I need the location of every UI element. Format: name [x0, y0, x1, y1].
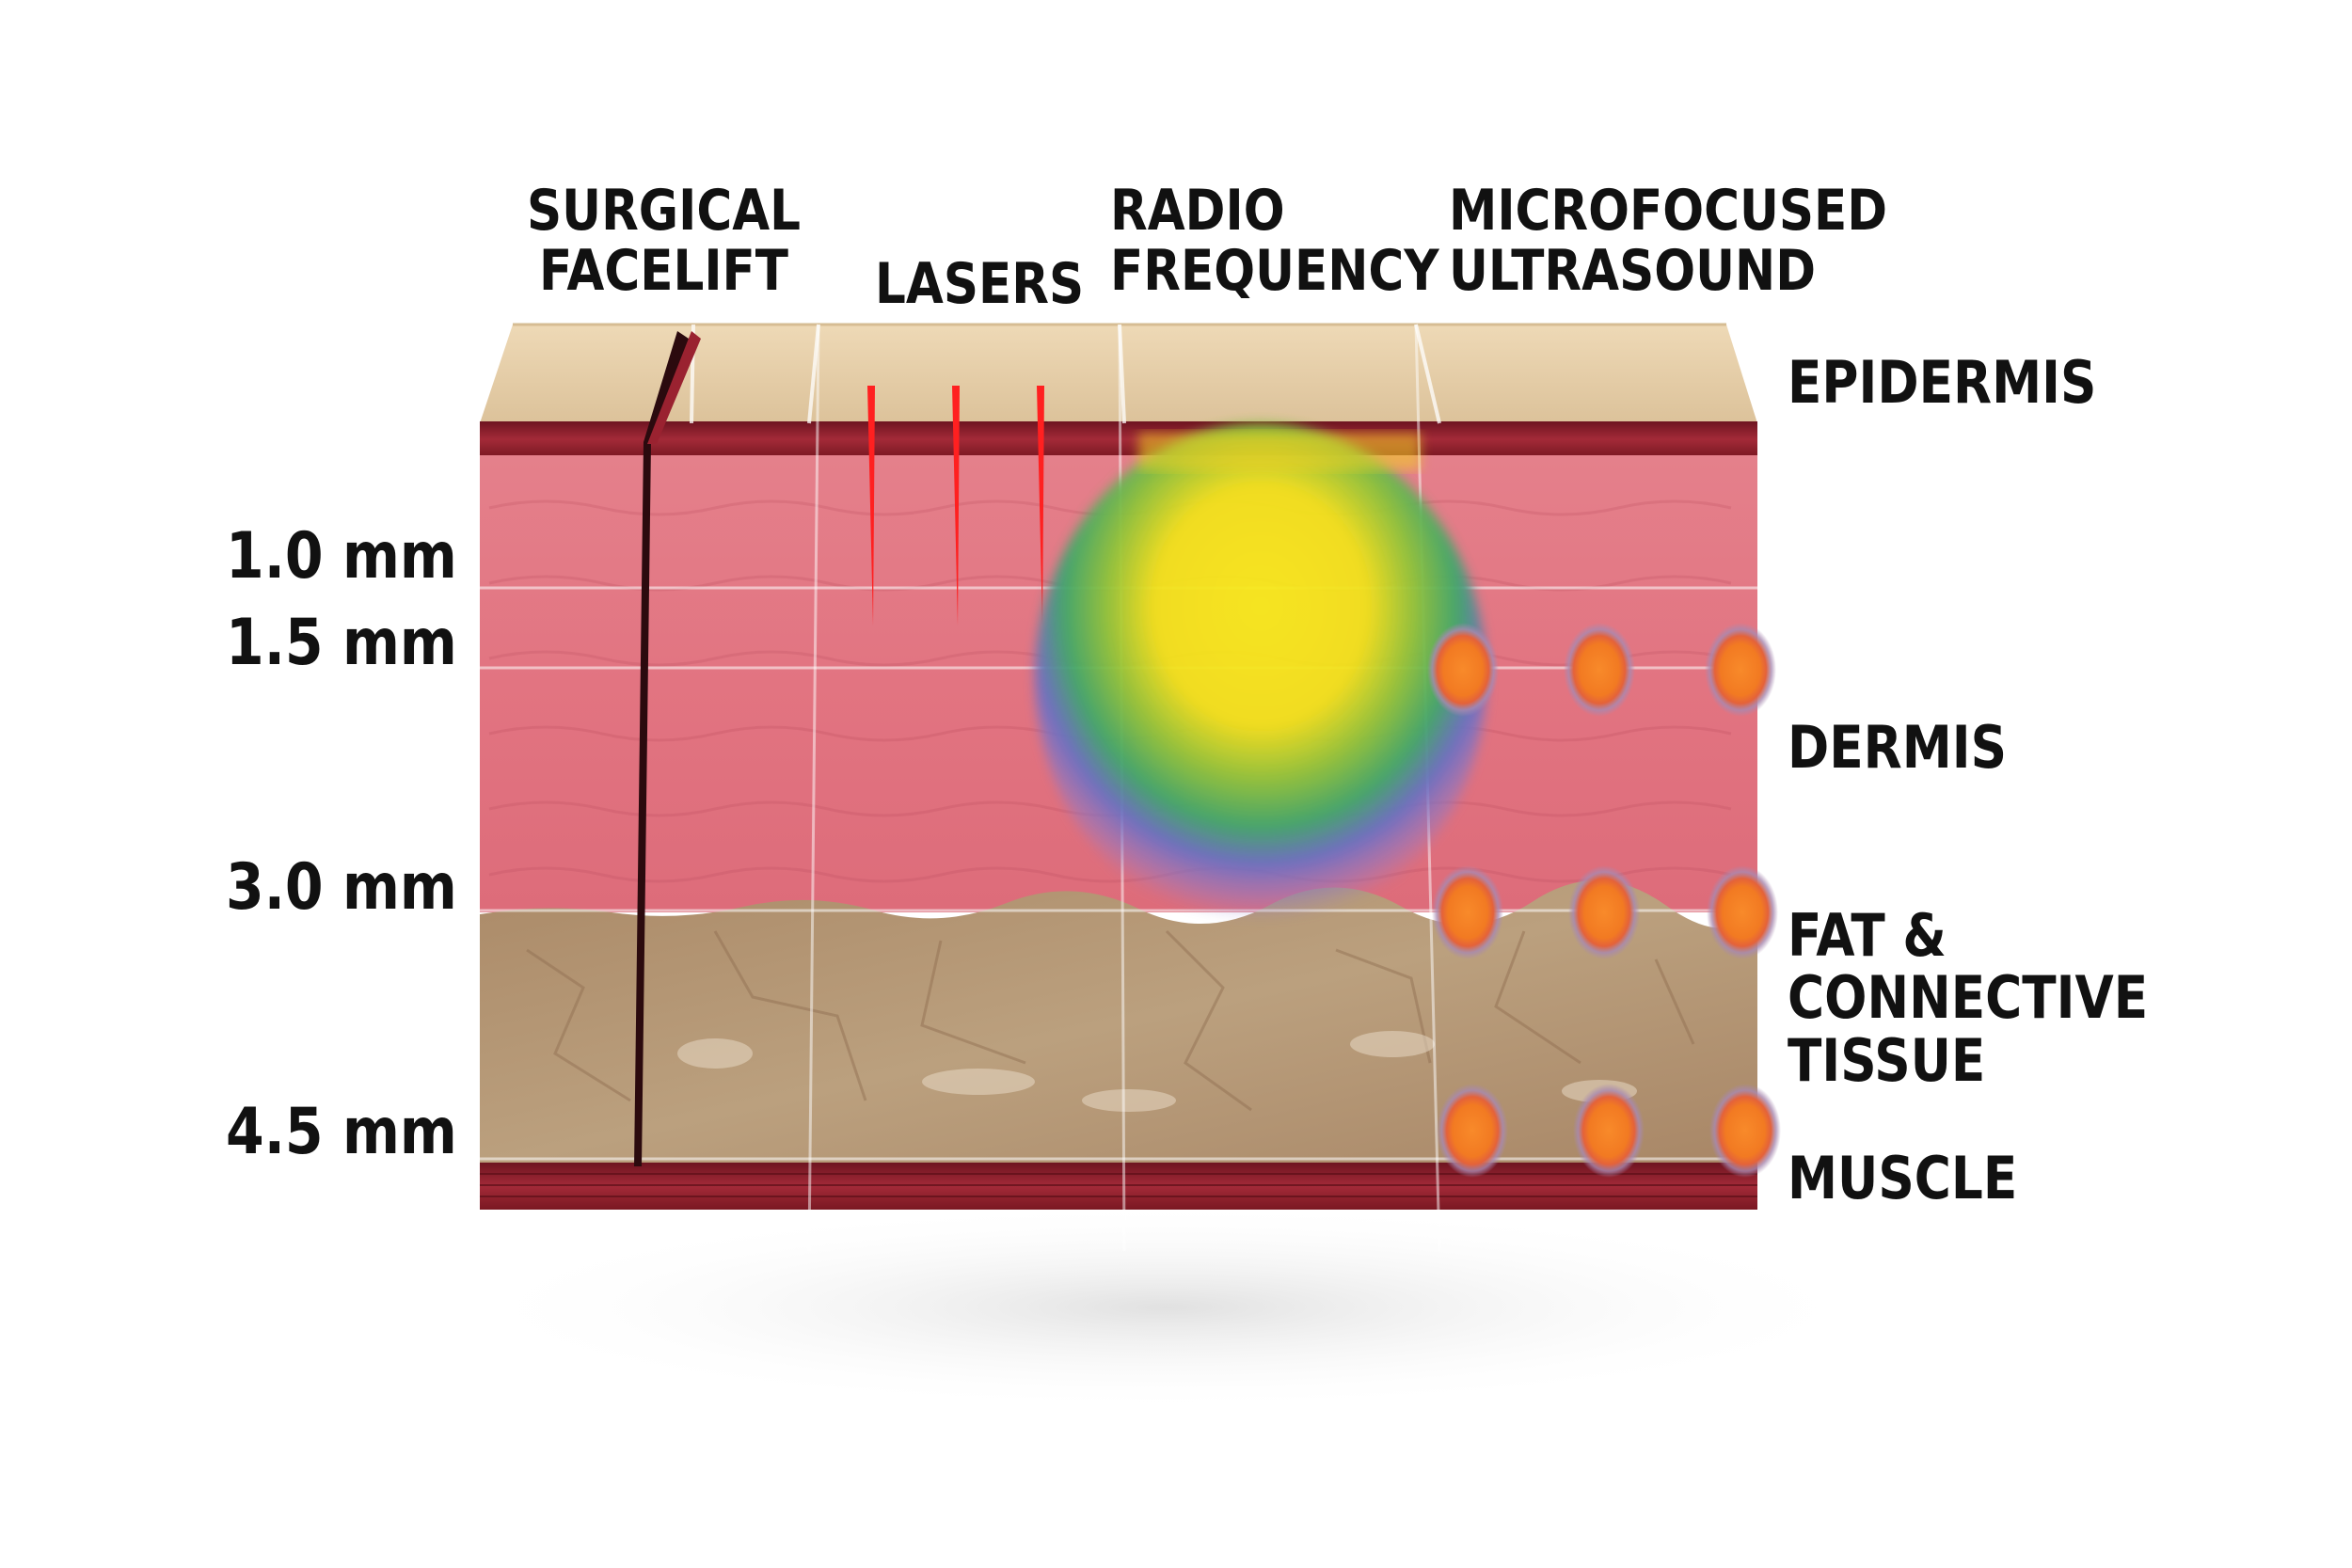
fat-texture	[526, 929, 1695, 1112]
depth-label-1-5mm: 1.5 mm	[226, 606, 457, 680]
laser-beams	[867, 386, 1044, 626]
layer-label-muscle: MUSCLE	[1788, 1144, 2018, 1212]
block-shadow	[452, 1204, 1882, 1411]
ultrasound-point	[1568, 865, 1640, 959]
ultrasound-point	[1432, 865, 1503, 959]
depth-label-1-0mm: 1.0 mm	[226, 519, 457, 594]
layer-label-line: DERMIS	[1788, 713, 2008, 782]
rf-heat-zone	[1035, 423, 1486, 931]
column-label-surgical-facelift: SURGICAL FACELIFT	[527, 178, 802, 305]
column-label-radio-frequency: RADIO FREQUENCY	[1110, 178, 1439, 305]
ultrasound-point	[1437, 1084, 1508, 1178]
ultrasound-points	[1427, 623, 1781, 1178]
layer-label-fat-connective-tissue: FAT & CONNECTIVE TISSUE	[1788, 901, 2149, 1095]
laser-beam	[867, 386, 875, 626]
ultrasound-point	[1707, 865, 1778, 959]
laser-beam	[952, 386, 960, 626]
column-label-line: LASERS	[875, 251, 1085, 317]
ultrasound-point	[1564, 623, 1635, 717]
column-label-line: MICROFOCUSED	[1449, 178, 1888, 244]
layer-label-line: FAT &	[1788, 901, 1947, 970]
layer-label-line: TISSUE	[1788, 1025, 1986, 1095]
epidermis-band	[480, 421, 1757, 457]
facelift-flap	[647, 331, 701, 444]
ultrasound-point	[1427, 623, 1499, 717]
ultrasound-point	[1573, 1084, 1645, 1178]
ultrasound-point	[1709, 1084, 1781, 1178]
column-label-line: FREQUENCY	[1110, 238, 1439, 305]
column-label-microfocused-ultrasound: MICROFOCUSED ULTRASOUND	[1449, 178, 1888, 305]
column-label-line: FACELIFT	[539, 238, 788, 305]
layer-label-line: EPIDERMIS	[1788, 348, 2097, 417]
depth-label-4-5mm: 4.5 mm	[226, 1095, 457, 1169]
layer-label-line: MUSCLE	[1788, 1144, 2018, 1212]
column-label-lasers: LASERS	[875, 254, 1084, 314]
ultrasound-point	[1705, 623, 1776, 717]
layer-label-dermis: DERMIS	[1788, 713, 2008, 782]
column-label-line: ULTRASOUND	[1449, 238, 1817, 305]
facelift-incision	[634, 331, 691, 1166]
depth-label-3-0mm: 3.0 mm	[226, 850, 457, 925]
laser-beam	[1037, 386, 1044, 626]
fat-layer	[480, 879, 1757, 1166]
layer-label-line: CONNECTIVE	[1788, 963, 2149, 1033]
layer-label-epidermis: EPIDERMIS	[1788, 348, 2097, 417]
muscle-striations	[480, 1173, 1757, 1197]
column-label-line: RADIO	[1110, 178, 1285, 244]
column-label-line: SURGICAL	[527, 178, 802, 244]
top-dividers	[690, 324, 1441, 424]
